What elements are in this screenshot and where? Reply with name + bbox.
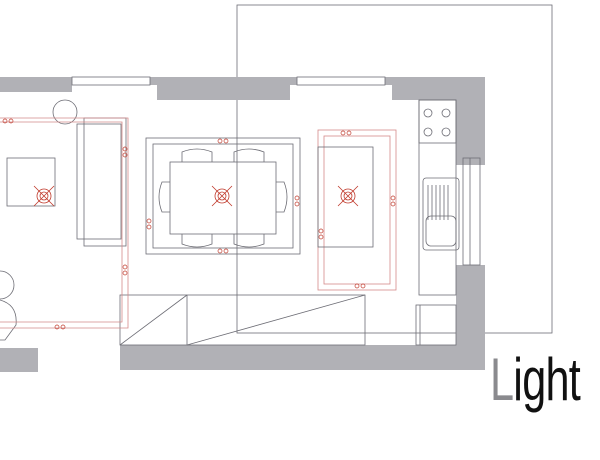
page-title: Light bbox=[490, 350, 581, 410]
terrace-outline bbox=[236, 4, 553, 334]
cooktop-icon bbox=[423, 108, 451, 137]
title-first-letter: L bbox=[490, 346, 514, 413]
walls bbox=[0, 77, 485, 372]
sink-icon bbox=[422, 177, 460, 251]
ceiling-light-icon bbox=[33, 185, 359, 207]
lighting-tracks bbox=[0, 117, 129, 329]
dining-area bbox=[145, 137, 301, 255]
spotlight-icon bbox=[2, 118, 396, 330]
kitchen-island bbox=[317, 129, 397, 291]
kitchen-counter bbox=[415, 99, 460, 346]
living-area bbox=[0, 99, 127, 341]
windows bbox=[71, 76, 481, 266]
stairs bbox=[119, 294, 366, 346]
title-rest: ight bbox=[513, 346, 581, 413]
